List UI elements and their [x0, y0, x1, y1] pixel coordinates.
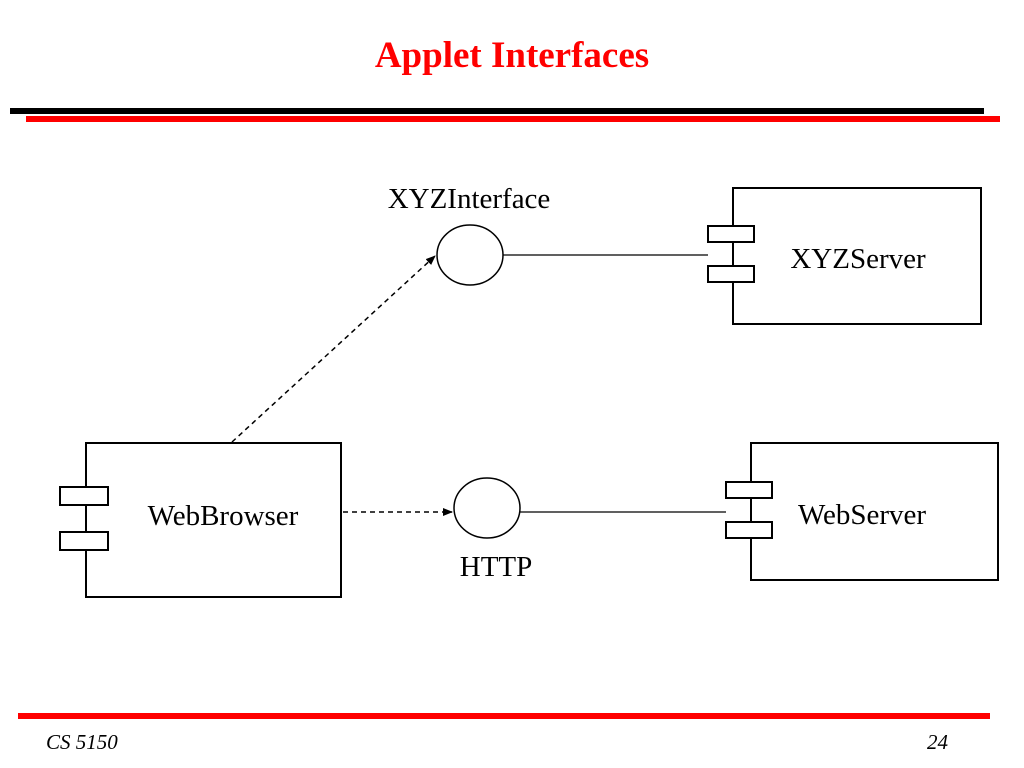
component-port-top [707, 225, 755, 243]
component-port-bottom [59, 531, 109, 551]
component-label-xyz-server: XYZServer [790, 243, 926, 275]
component-label-web-browser: WebBrowser [148, 500, 299, 532]
component-web-browser: WebBrowser [59, 442, 342, 598]
component-port-top [725, 481, 773, 499]
header-rule-red [26, 116, 1000, 122]
interface-label-xyz-interface: XYZInterface [388, 183, 551, 215]
header-rule-black [10, 108, 984, 114]
slide-title: Applet Interfaces [374, 35, 650, 76]
interface-label-http: HTTP [460, 551, 533, 583]
footer-rule [18, 713, 990, 719]
component-web-server: WebServer [725, 442, 999, 581]
footer-page-number: 24 [927, 730, 948, 754]
component-xyz-server: XYZServer [707, 187, 982, 325]
component-port-bottom [707, 265, 755, 283]
component-port-bottom [725, 521, 773, 539]
interface-xyz-interface: XYZInterface [388, 183, 551, 286]
component-label-web-server: WebServer [798, 499, 926, 531]
footer-course: CS 5150 [46, 730, 118, 754]
dependency-browser-to-xyz-interface [231, 255, 436, 443]
interface-http: HTTP [453, 477, 533, 583]
component-port-top [59, 486, 109, 506]
